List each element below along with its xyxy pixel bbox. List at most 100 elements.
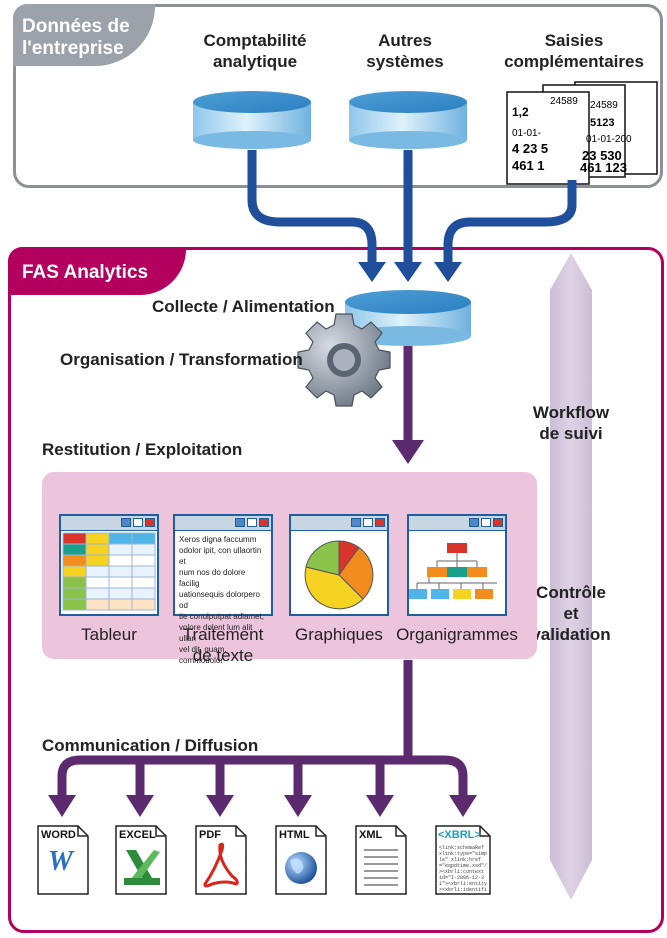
restore-icon [133,518,143,527]
tool-label-line: de texte [192,646,254,665]
window-titlebar [409,516,505,531]
doc-line: num nos do dolore facilig [179,568,246,588]
collect-arrowheads [358,262,462,282]
tool-label-organigrammes: Organigrammes [392,624,522,645]
restore-icon [481,518,491,527]
source-label-line: Saisies [544,31,604,50]
collect-arrows [247,150,577,262]
manual-entries-icon: 24589 1,2 01-01- 4 23 5 461 1 24589 5123… [506,81,658,185]
format-label-word: WORD [41,829,76,841]
file-html-icon [275,825,327,895]
format-label-xml: XML [359,829,383,841]
step-organisation: Organisation / Transformation [60,350,303,369]
close-icon [259,518,269,527]
controle-label-line: validation [531,625,611,644]
tool-label-line: Organigrammes [396,625,518,644]
minimize-icon [121,518,131,527]
chart-window [289,514,389,616]
svg-text:24589: 24589 [550,96,578,107]
controle-label: Contrôle et validation [527,582,615,645]
source-label-autres: Autres systèmes [340,30,470,72]
controle-label-line: et [563,604,579,623]
source-label-line: Autres [378,31,432,50]
window-titlebar [175,516,271,531]
svg-text:4 23 5: 4 23 5 [512,141,548,156]
svg-text:23 530: 23 530 [582,148,622,163]
source-label-line: Comptabilité [203,31,307,50]
diffusion-arrowheads [48,795,477,817]
file-xml-icon [355,825,407,895]
svg-text:24589: 24589 [590,100,618,111]
data-sources-title: Données de l'entreprise [22,16,130,60]
tool-label-traitement: Traitement de texte [163,624,283,666]
step-communication: Communication / Diffusion [42,736,259,755]
format-label-html: HTML [279,829,310,841]
format-label-pdf: PDF [199,829,221,841]
workflow-label-line: Workflow [532,403,610,422]
tool-label-line: Traitement [182,625,264,644]
svg-text:1,2: 1,2 [512,105,529,119]
source-label-saisies: Saisies complémentaires [494,30,654,72]
gear-icon [297,313,391,407]
controle-label-line: Contrôle [536,583,606,602]
tool-label-graphiques: Graphiques [284,624,394,645]
data-sources-title-line2: l'entreprise [22,38,124,59]
data-sources-title-line1: Données de [22,16,130,37]
file-excel-icon [115,825,167,895]
pie-chart-icon [304,540,374,610]
svg-text:461 123: 461 123 [580,160,627,175]
source-label-line: systèmes [366,52,444,71]
svg-text:W: W [48,846,75,877]
fas-analytics-tab [8,247,186,295]
spreadsheet-grid-icon [62,532,156,611]
tool-label-tableur: Tableur [59,624,159,645]
workflow-label: Workflow de suivi [531,402,611,444]
svg-text:461 1: 461 1 [512,158,545,173]
spreadsheet-window [59,514,159,616]
doc-line: Xeros digna faccumm [179,535,257,544]
step-restitution: Restitution / Exploitation [42,440,243,459]
data-sources-frame [13,4,663,188]
xbrl-sample-text: <link:schemaRef xlink:type="simple" xlin… [439,845,487,891]
fas-analytics-frame [8,247,664,933]
tool-label-line: Tableur [81,625,137,644]
fas-analytics-title: FAS Analytics [22,262,149,283]
source-label-compta: Comptabilité analytique [180,30,330,72]
text-editor-window: Xeros digna faccumm odolor ipit, con ull… [173,514,273,665]
svg-text:01-01-200: 01-01-200 [586,134,632,145]
minimize-icon [351,518,361,527]
restitution-arrowhead [392,440,424,464]
database-compta-icon [193,91,311,149]
restore-icon [247,518,257,527]
restore-icon [363,518,373,527]
close-icon [375,518,385,527]
window-titlebar [291,516,387,531]
doc-line: volore dolent lum alit ullan [179,623,253,643]
sample-document-text: Xeros digna faccumm odolor ipit, con ull… [175,531,271,669]
doc-line: uationsequis dolorpero od [179,590,260,610]
file-xbrl-icon [435,825,491,895]
format-label-xbrl: <XBRL> [438,829,481,841]
tool-label-line: Graphiques [295,625,383,644]
side-control-arrow [550,253,592,900]
doc-line: odolor ipit, con ullaortin et [179,546,262,566]
doc-line: vel dit, quam, commodolor [179,645,227,665]
org-chart-window [407,514,507,616]
svg-text:01-01-: 01-01- [512,128,541,139]
format-label-excel: EXCEL [119,829,156,841]
window-titlebar [61,516,157,531]
database-autres-icon [349,91,467,149]
org-chart-icon [409,543,497,599]
file-word-icon: W [37,825,89,895]
diffusion-arrows [57,660,468,795]
minimize-icon [469,518,479,527]
svg-text:5123: 5123 [590,117,614,129]
file-pdf-icon [195,825,247,895]
minimize-icon [235,518,245,527]
workflow-label-line: de suivi [539,424,603,443]
source-label-line: complémentaires [504,52,644,71]
close-icon [493,518,503,527]
doc-line: tie conulputpat adiamet, [179,612,264,621]
